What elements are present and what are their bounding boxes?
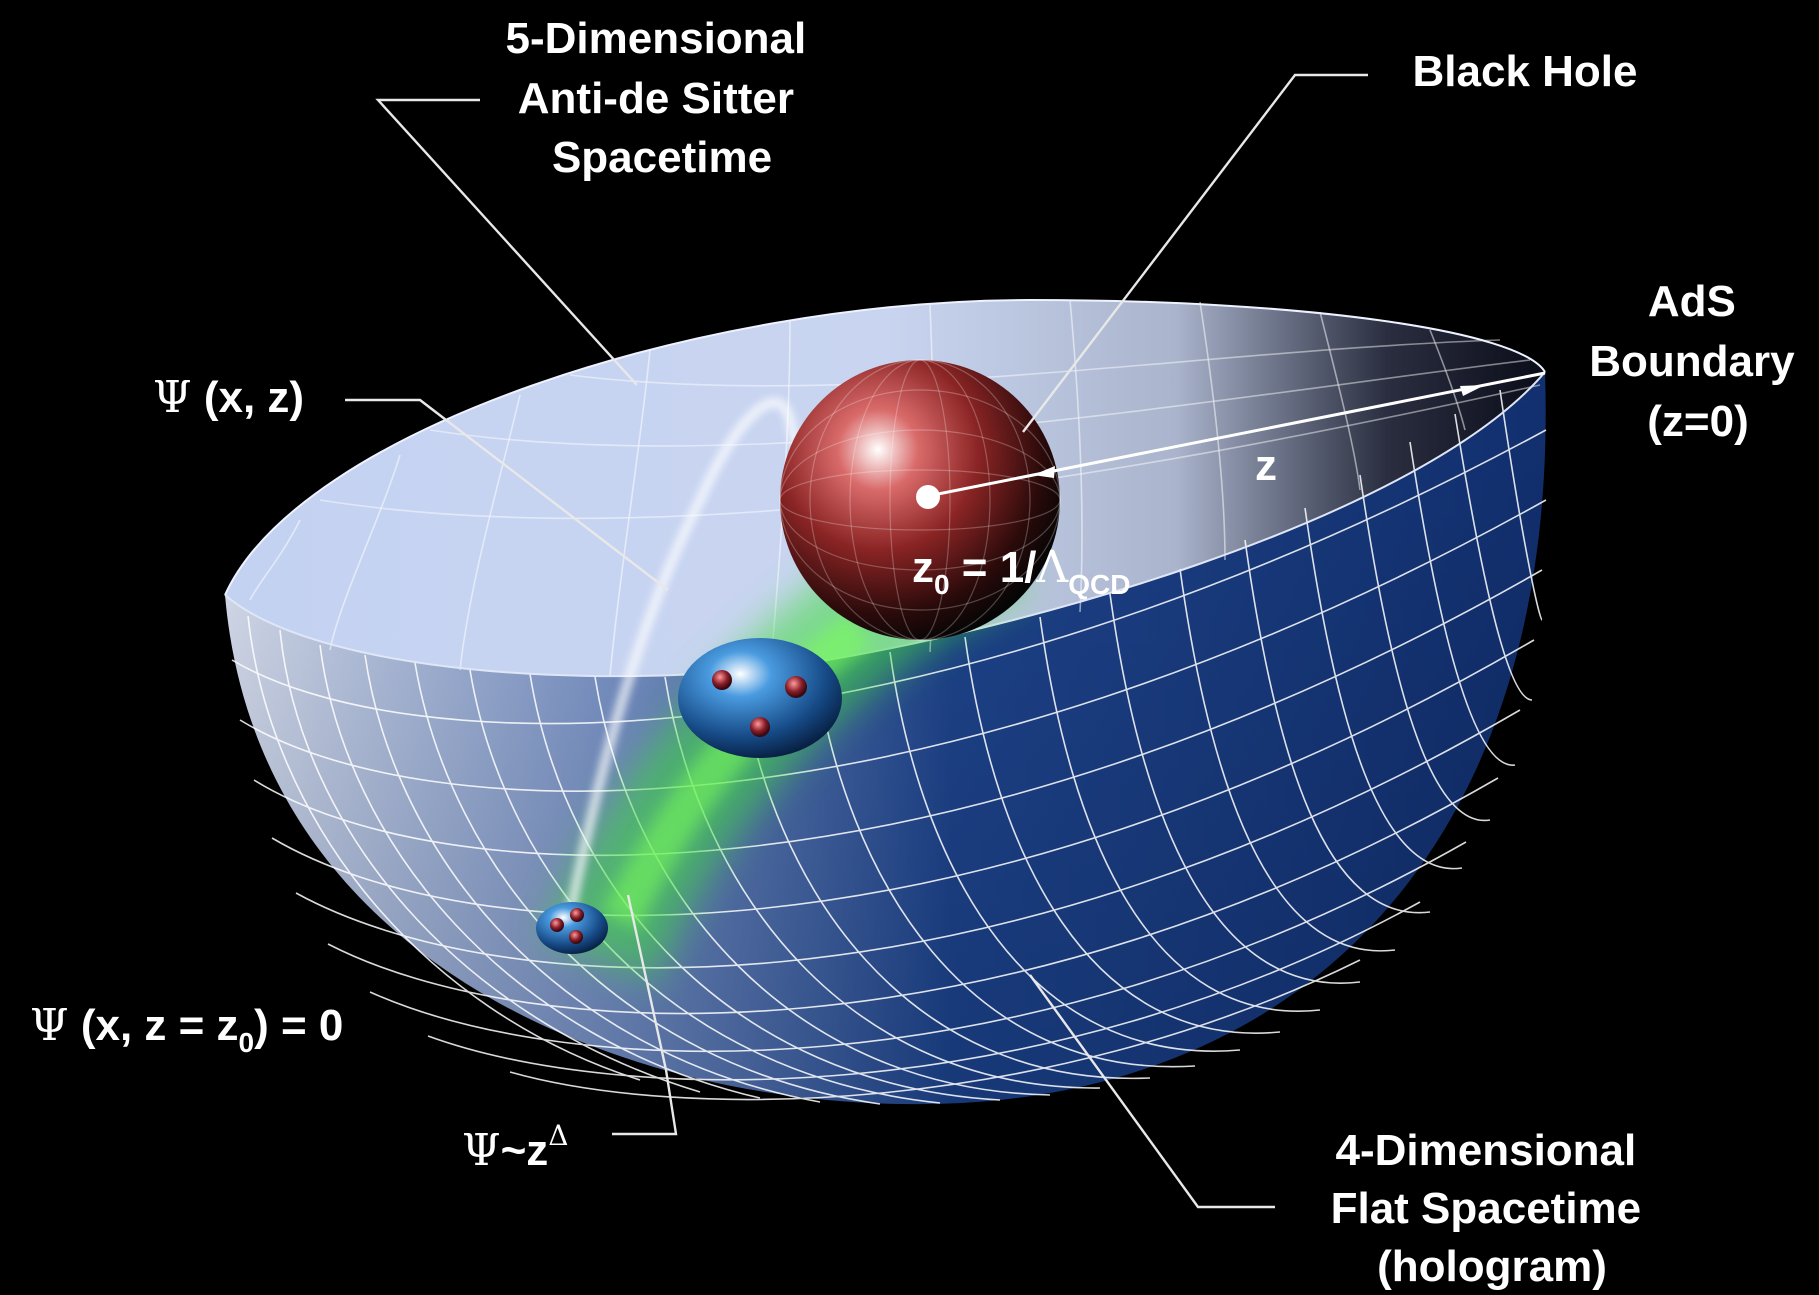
hadron-small [536, 902, 608, 954]
label-z-axis: z [1255, 441, 1277, 490]
label-black-hole: Black Hole [1413, 47, 1638, 96]
z0-point [916, 485, 940, 509]
label-ads-boundary: AdS Boundary (z=0) [1589, 277, 1807, 446]
label-boundary-condition: Ψ (x, z = z0) = 0 [30, 1000, 343, 1058]
label-flat-space: 4-Dimensional Flat Spacetime (hologram) [1331, 1126, 1654, 1291]
hadron-large [678, 638, 842, 758]
label-scaling: Ψ~zΔ [462, 1119, 569, 1176]
label-psi-xz: Ψ (x, z) [153, 372, 304, 423]
label-ads-space: 5-Dimensional Anti-de Sitter Spacetime [506, 14, 819, 182]
